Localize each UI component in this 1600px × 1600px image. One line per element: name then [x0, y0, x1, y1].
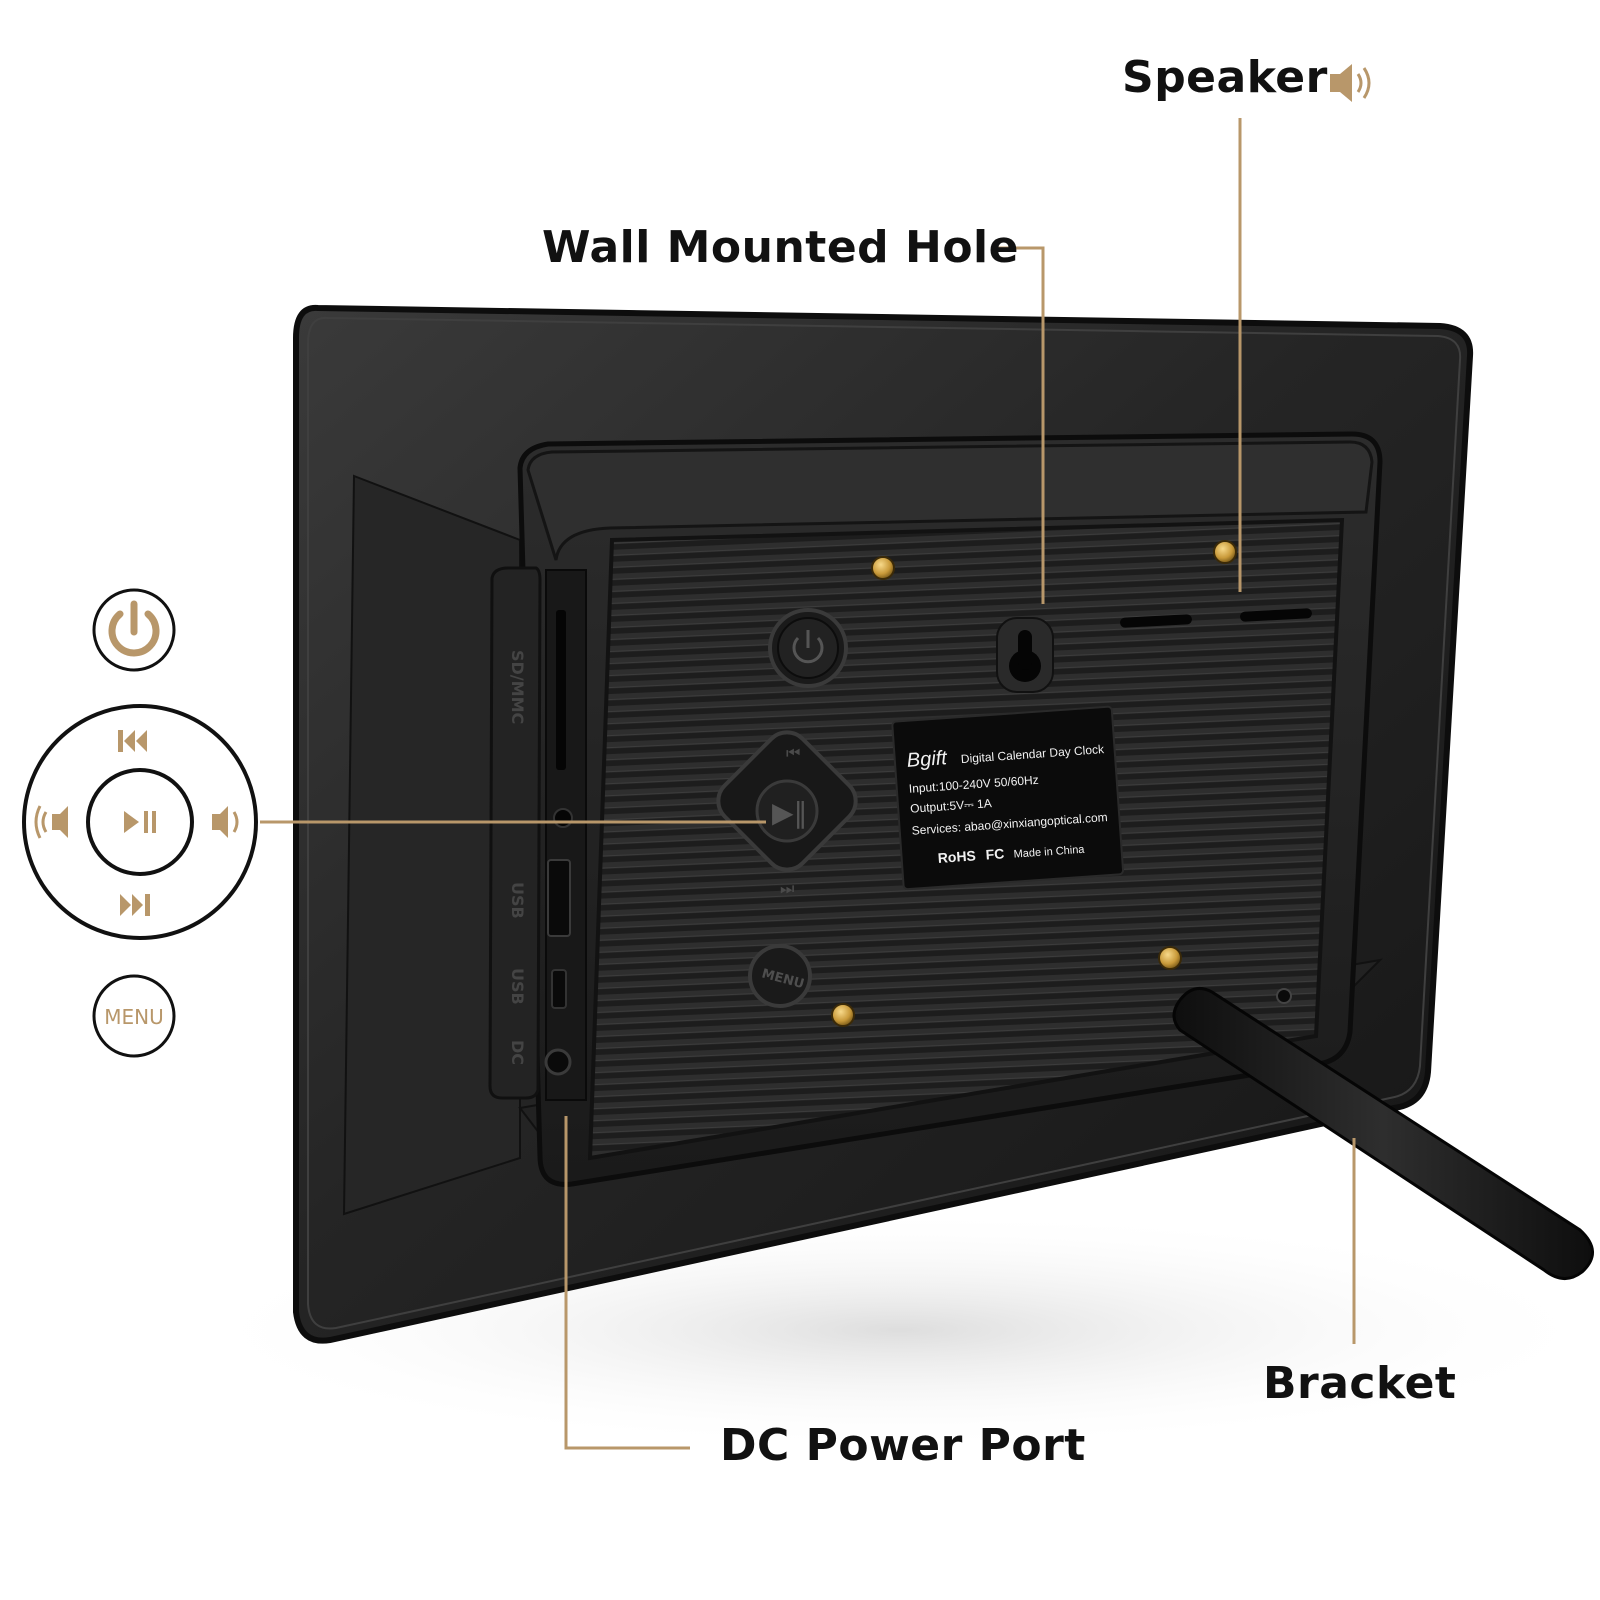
legend-dpad	[22, 704, 258, 940]
bracket-callout-label: Bracket	[1263, 1358, 1457, 1409]
mounting-screws	[831, 540, 1237, 1027]
port-label-usb-2: USB	[508, 968, 527, 1005]
bracket-stand	[1172, 986, 1594, 1280]
legend-menu-button: MENU	[92, 974, 176, 1058]
svg-text:⏮: ⏮	[786, 743, 800, 762]
device-menu-button: MENU	[748, 944, 812, 1008]
device-power-button	[768, 608, 848, 688]
screw	[871, 556, 895, 580]
volume-up-icon	[212, 806, 239, 838]
power-icon	[108, 610, 160, 657]
label-output: Output:5V⎓ 1A	[910, 796, 992, 816]
port-label-sdmmc: SD/MMC	[508, 650, 527, 724]
usb-port	[547, 859, 571, 937]
next-track-icon	[120, 894, 150, 916]
callout-lines	[260, 118, 1356, 1450]
label-fc: FC	[985, 845, 1005, 862]
legend-menu-label: MENU	[104, 1005, 164, 1029]
port-label-dc: DC	[508, 1040, 527, 1065]
mini-usb-port	[551, 969, 567, 1009]
photo-frame-device	[293, 304, 1474, 1344]
device-play-pause-glyph: ▶‖	[772, 796, 808, 829]
rating-label: Bgift Digital Calendar Day Clock Input:1…	[891, 705, 1125, 891]
screw	[1213, 540, 1237, 564]
previous-track-icon	[118, 730, 147, 752]
label-origin: Made in China	[1013, 844, 1085, 861]
label-brand: Bgift	[906, 747, 949, 772]
volume-down-icon	[34, 805, 68, 839]
screw	[1158, 946, 1182, 970]
wall-mounted-hole-callout-label: Wall Mounted Hole	[542, 222, 1019, 273]
play-pause-icon	[124, 811, 156, 833]
audio-jack	[553, 808, 573, 828]
legend-power-icon	[92, 588, 176, 672]
stand-screw	[1276, 988, 1292, 1004]
speaker-icon	[1330, 64, 1371, 102]
wall-hole-leader-line	[994, 246, 1045, 604]
port-label-usb-1: USB	[508, 882, 527, 919]
speaker-callout-label: Speaker	[1122, 52, 1328, 103]
side-port-strip: SD/MMC USB USB DC	[488, 566, 587, 1101]
label-rohs: RoHS	[937, 847, 976, 866]
screw	[831, 1003, 855, 1027]
dc-power-port-callout-label: DC Power Port	[720, 1420, 1086, 1471]
dc-jack	[544, 1048, 572, 1076]
wall-mount-keyhole	[996, 617, 1054, 693]
svg-text:⏭: ⏭	[780, 879, 794, 898]
speaker-grille	[1120, 608, 1312, 628]
dc-port-leader-line	[564, 1116, 690, 1450]
device-dpad: ▶‖ ⏮ ⏭	[716, 730, 858, 898]
sd-card-slot	[556, 610, 566, 770]
